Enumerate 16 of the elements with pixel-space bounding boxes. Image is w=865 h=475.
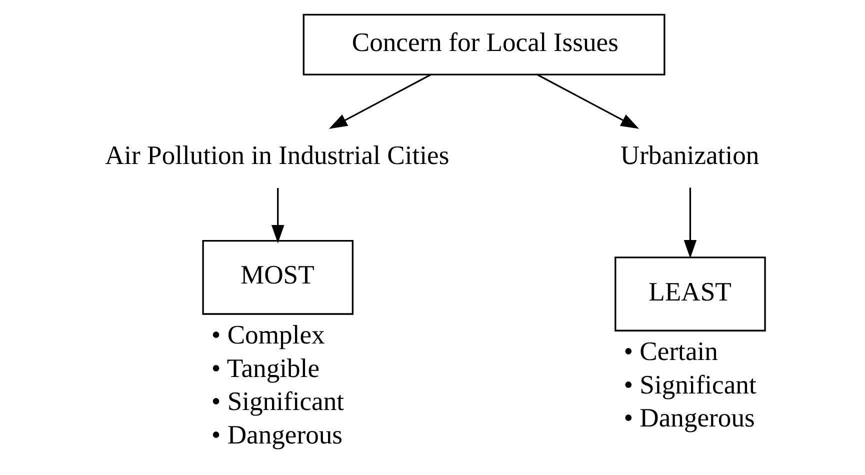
arrow [271,188,284,244]
node-label: • Complex [211,320,325,350]
node-text: Air Pollution in Industrial Cities [104,140,450,170]
node-text: Urbanization [620,140,760,170]
node-box: LEAST [614,256,766,332]
node-label: • Tangible [211,352,320,383]
node-label: • Significant [211,386,344,416]
node-box: MOST [202,240,354,315]
node-box: Concern for Local Issues [302,14,666,76]
node-label: • Dangerous [624,402,755,433]
node-label: • Significant [624,369,756,400]
node-label: • Dangerous [211,419,343,450]
node-label: • Certain [624,336,718,366]
arrow [684,188,697,258]
arrow [329,74,431,129]
arrow [537,74,640,129]
